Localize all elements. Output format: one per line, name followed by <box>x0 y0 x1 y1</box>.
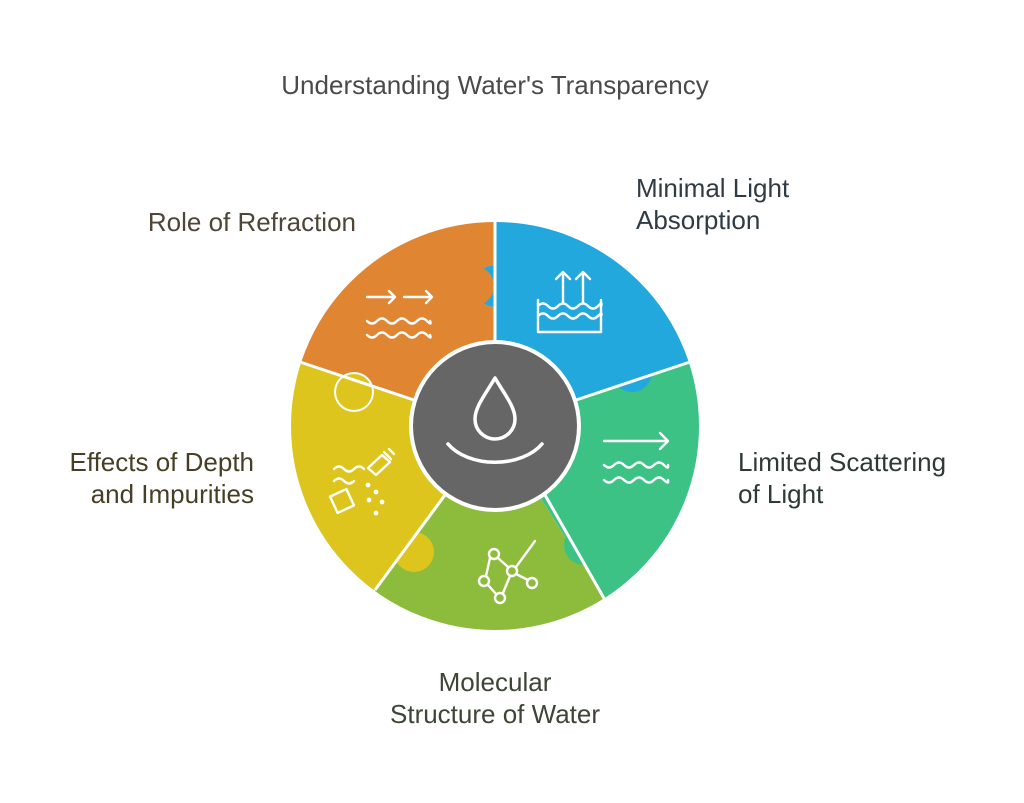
tab-absorption <box>612 352 652 392</box>
label-line: Role of Refraction <box>147 207 356 237</box>
label-limited-scattering: Limited Scattering of Light <box>738 446 946 510</box>
tab-depth <box>394 532 434 572</box>
label-line: Minimal Light <box>636 173 790 203</box>
impurities-icon <box>328 447 396 516</box>
label-molecular-structure: Molecular Structure of Water <box>300 666 690 730</box>
label-line: Limited Scattering <box>738 447 947 477</box>
label-line: Absorption <box>636 205 761 235</box>
label-minimal-light-absorption: Minimal Light Absorption <box>636 172 789 236</box>
segment-molecular <box>370 426 605 631</box>
molecule-icon <box>477 539 539 605</box>
label-role-of-refraction: Role of Refraction <box>130 206 356 238</box>
label-line: of Light <box>738 479 824 509</box>
tab-refraction <box>454 266 494 306</box>
label-line: Molecular <box>438 667 552 697</box>
tab-scattering <box>564 525 604 565</box>
label-line: Structure of Water <box>390 699 600 729</box>
water-double-arrow-icon <box>365 289 434 339</box>
label-line: and Impurities <box>90 479 254 509</box>
center-circle <box>413 344 577 508</box>
label-effects-of-depth: Effects of Depth and Impurities <box>20 446 254 510</box>
water-drop-icon <box>446 376 544 464</box>
water-arrow-right-icon <box>602 431 670 484</box>
diagram-title: Understanding Water's Transparency <box>281 70 709 100</box>
water-arrows-up-icon <box>536 270 603 334</box>
label-line: Effects of Depth <box>69 447 254 477</box>
